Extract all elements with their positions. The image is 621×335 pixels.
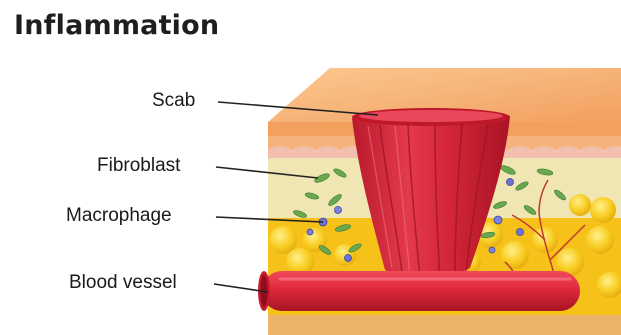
blood-vessel: [258, 271, 580, 311]
bottom-layer: [268, 315, 621, 335]
